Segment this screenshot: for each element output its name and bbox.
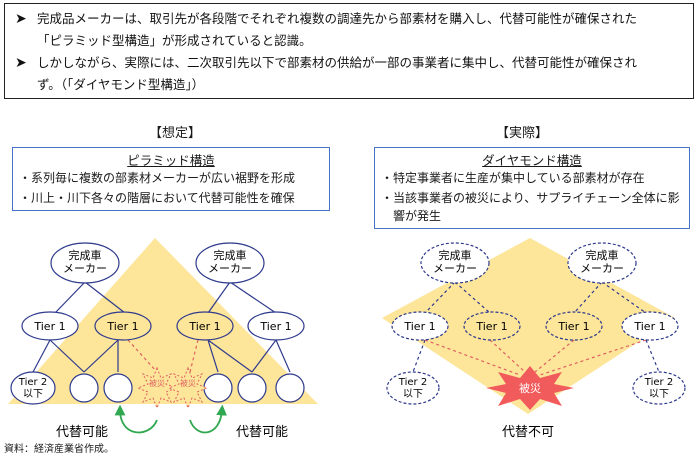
- svg-text:メーカー: メーカー: [433, 262, 477, 275]
- svg-text:以下: 以下: [649, 389, 669, 400]
- left-tier1-node-4: Tier 1: [247, 311, 305, 341]
- right-bottom-label: 代替不可: [502, 425, 554, 440]
- pyramid-shape: [8, 238, 318, 404]
- svg-text:Tier 2: Tier 2: [644, 377, 673, 388]
- svg-text:以下: 以下: [23, 389, 43, 400]
- oem-label-line2: メーカー: [63, 262, 107, 275]
- right-tier1-node-3: Tier 1: [545, 311, 603, 341]
- bullet-2: ➤ しかしながら、実際には、二次取引先以下で部素材の供給が一部の事業者に集中し、…: [15, 52, 685, 96]
- svg-text:Tier 2: Tier 2: [398, 377, 427, 388]
- left-tier1-node-2: Tier 1: [94, 311, 152, 341]
- svg-text:Tier 1: Tier 1: [557, 320, 589, 333]
- left-oem-node-1: 完成車 メーカー: [50, 242, 120, 284]
- right-description-box: ダイヤモンド構造 ・特定事業者に生産が集中している部素材が存在 ・当該事業者の被…: [374, 147, 690, 229]
- svg-text:Tier 2: Tier 2: [18, 377, 47, 388]
- disaster-label: 被災: [180, 378, 196, 388]
- right-disaster-burst: 被災: [486, 366, 574, 410]
- left-disrupted-links: [127, 339, 199, 373]
- bullet-1-line-1: 完成品メーカーは、取引先が各段階でそれぞれ複数の調達先から部素材を購入し、代替可…: [37, 11, 638, 26]
- left-description-box: ピラミッド構造 ・系列毎に複数の部素材メーカーが広い裾野を形成 ・川上・川下各々…: [12, 147, 330, 211]
- svg-text:Tier 1: Tier 1: [259, 320, 291, 333]
- left-oem-node-2: 完成車 メーカー: [195, 242, 265, 284]
- bullet-1-line-2: 「ピラミッド型構造」が形成されていると認識。: [37, 33, 312, 48]
- left-tier1-node-3: Tier 1: [176, 311, 234, 341]
- substitution-arrow-right: [189, 404, 227, 434]
- right-tier1-node-2: Tier 1: [463, 311, 521, 341]
- svg-text:Tier 1: Tier 1: [403, 320, 435, 333]
- right-heading: 【実際】: [495, 126, 548, 141]
- left-tier2-node: [103, 373, 133, 403]
- bullet-2-line-1: しかしながら、実際には、二次取引先以下で部素材の供給が一部の事業者に集中し、代替…: [37, 55, 638, 70]
- svg-text:Tier 1: Tier 1: [33, 320, 65, 333]
- substitution-arrow-left: [114, 404, 158, 434]
- left-heading: 【想定】: [148, 126, 201, 141]
- source-note: 資料：経済産業省作成。: [4, 444, 114, 455]
- left-box-line-1: ・系列毎に複数の部素材メーカーが広い裾野を形成: [19, 171, 296, 185]
- bullet-1: ➤ 完成品メーカーは、取引先が各段階でそれぞれ複数の調達先から部素材を購入し、代…: [15, 8, 685, 52]
- oem-label-line1: 完成車: [214, 248, 247, 262]
- right-tier1-node-1: Tier 1: [391, 311, 449, 341]
- left-disaster-star-2: 被災: [167, 366, 209, 410]
- right-box-title: ダイヤモンド構造: [482, 153, 582, 168]
- left-tier1-node-1: Tier 1: [21, 311, 79, 341]
- left-bottom-label-2: 代替可能: [236, 425, 288, 440]
- right-tier2-node-2: Tier 2 以下: [632, 371, 686, 405]
- bullet-arrow-icon: ➤: [15, 55, 27, 71]
- bullet-2-line-2: ず。（「ダイヤモンド型構造」）: [37, 77, 205, 92]
- left-tier2-node-labeled: Tier 2 以下: [10, 371, 56, 405]
- svg-text:Tier 1: Tier 1: [475, 320, 507, 333]
- svg-text:完成車: 完成車: [439, 248, 472, 262]
- right-disrupted-links: [424, 339, 647, 376]
- disaster-label: 被災: [149, 378, 165, 388]
- right-oem-node-2: 完成車 メーカー: [567, 242, 637, 284]
- right-tier2-node-1: Tier 2 以下: [386, 371, 440, 405]
- svg-text:Tier 1: Tier 1: [633, 320, 665, 333]
- left-tier2-node: [203, 373, 233, 403]
- svg-text:Tier 1: Tier 1: [106, 320, 138, 333]
- left-box-line-2: ・川上・川下各々の階層において代替可能性を確保: [19, 191, 295, 205]
- right-tier1-node-4: Tier 1: [621, 311, 679, 341]
- svg-text:メーカー: メーカー: [580, 262, 624, 275]
- left-box-title: ピラミッド構造: [127, 153, 215, 168]
- bullet-arrow-icon: ➤: [15, 11, 27, 27]
- svg-text:完成車: 完成車: [586, 248, 619, 262]
- oem-label-line2: メーカー: [208, 262, 252, 275]
- right-links: [412, 281, 660, 373]
- right-box-line-1: ・特定事業者に生産が集中している部素材が存在: [381, 171, 645, 185]
- disaster-label: 被災: [519, 382, 541, 395]
- svg-text:Tier 1: Tier 1: [188, 320, 220, 333]
- summary-box: ➤ 完成品メーカーは、取引先が各段階でそれぞれ複数の調達先から部素材を購入し、代…: [4, 3, 694, 99]
- oem-label-line1: 完成車: [69, 248, 102, 262]
- left-bottom-label-1: 代替可能: [56, 425, 108, 440]
- left-disaster-star-1: 被災: [136, 366, 178, 410]
- left-links: [32, 281, 291, 373]
- svg-text:以下: 以下: [403, 389, 423, 400]
- left-tier2-node: [275, 373, 305, 403]
- left-tier2-node: [237, 373, 267, 403]
- right-oem-node-1: 完成車 メーカー: [420, 242, 490, 284]
- left-tier2-node: [69, 373, 99, 403]
- right-box-line-3: 響が発生: [381, 209, 442, 223]
- right-box-line-2: ・当該事業者の被災により、サプライチェーン全体に影: [381, 191, 680, 205]
